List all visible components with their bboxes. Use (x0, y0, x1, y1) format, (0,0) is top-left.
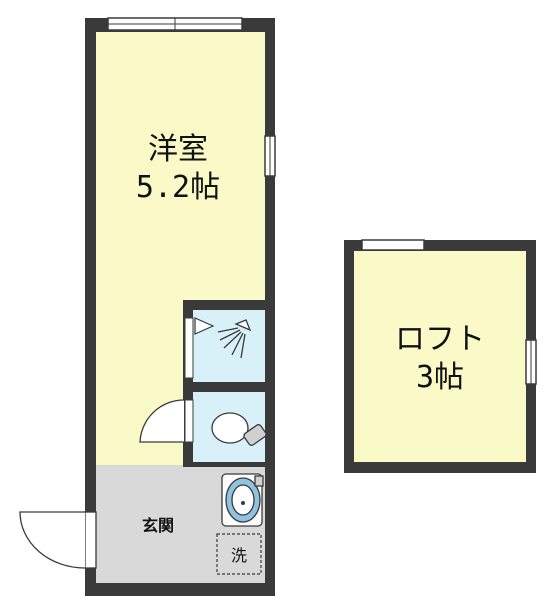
main-unit: 洗 洋室 5.2帖 玄関 (19, 17, 276, 596)
western-room-size: 5.2帖 (136, 170, 220, 205)
loft-side-window (525, 339, 537, 385)
loft-name: ロフト (395, 322, 485, 357)
shower-room-floor (193, 310, 265, 382)
entrance-label: 玄関 (142, 516, 174, 535)
side-window (264, 135, 276, 177)
wash-basin-icon (221, 473, 264, 527)
loft-unit: ロフト 3帖 (344, 239, 537, 473)
laundry-label: 洗 (231, 546, 247, 565)
toilet-icon (211, 412, 267, 446)
entrance-door (19, 511, 97, 569)
top-window (107, 17, 243, 31)
shower-head-icon (217, 319, 252, 359)
western-room-name: 洋室 (148, 132, 208, 167)
loft-top-window (361, 239, 425, 251)
toilet-door (139, 399, 194, 443)
shower-door (184, 317, 215, 379)
loft-size: 3帖 (416, 360, 464, 395)
loft-floor (354, 251, 526, 462)
laundry-space: 洗 (216, 533, 262, 575)
